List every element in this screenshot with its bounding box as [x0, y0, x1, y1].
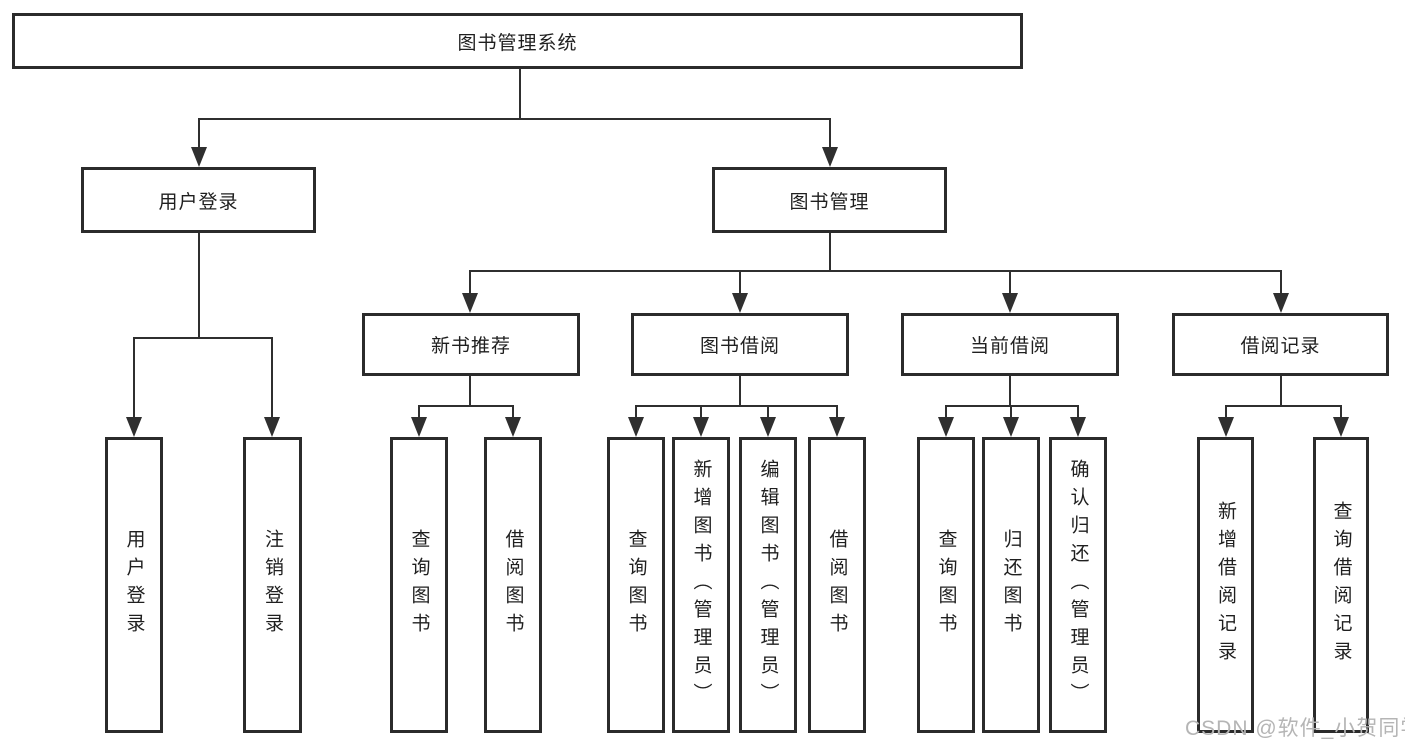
connector-line [767, 405, 769, 419]
connector-line [469, 376, 471, 407]
arrow-down-icon [1273, 293, 1289, 313]
connector-line [198, 118, 200, 149]
connector-line [739, 376, 741, 407]
node-book-management: 图书管理 [712, 167, 947, 233]
connector-line [418, 405, 420, 419]
leaf-add-books-admin: 新增图书（管理员） [672, 437, 730, 733]
arrow-down-icon [693, 417, 709, 437]
node-borrowing-records: 借阅记录 [1172, 313, 1389, 376]
connector-line [1280, 270, 1282, 295]
leaf-logout: 注销登录 [243, 437, 302, 733]
connector-line [829, 118, 831, 149]
leaf-borrow-books-recommend: 借阅图书 [484, 437, 542, 733]
connector-line [836, 405, 838, 419]
arrow-down-icon [411, 417, 427, 437]
arrow-down-icon [732, 293, 748, 313]
arrow-down-icon [938, 417, 954, 437]
connector-line [469, 270, 471, 295]
connector-line [1010, 405, 1012, 419]
arrow-down-icon [1218, 417, 1234, 437]
node-book-borrowing: 图书借阅 [631, 313, 849, 376]
arrow-down-icon [1333, 417, 1349, 437]
connector-line [829, 233, 831, 272]
leaf-edit-books-admin: 编辑图书（管理员） [739, 437, 797, 733]
connector-line [635, 405, 837, 407]
connector-line [1077, 405, 1079, 419]
leaf-query-books-recommend: 查询图书 [390, 437, 448, 733]
node-user-login: 用户登录 [81, 167, 316, 233]
leaf-user-login: 用户登录 [105, 437, 163, 733]
connector-line [519, 68, 521, 120]
leaf-borrow-books-borrowing: 借阅图书 [808, 437, 866, 733]
arrow-down-icon [126, 417, 142, 437]
connector-line [198, 118, 831, 120]
watermark: CSDN @软件_小贺同学 [1185, 717, 1405, 740]
connector-line [512, 405, 514, 419]
connector-line [1009, 376, 1011, 407]
connector-line [1280, 376, 1282, 407]
leaf-query-borrow-record: 查询借阅记录 [1313, 437, 1369, 733]
leaf-query-books-borrowing: 查询图书 [607, 437, 665, 733]
arrow-down-icon [760, 417, 776, 437]
arrow-down-icon [505, 417, 521, 437]
connector-line [700, 405, 702, 419]
connector-line [945, 405, 1079, 407]
node-current-borrowing: 当前借阅 [901, 313, 1119, 376]
arrow-down-icon [1003, 417, 1019, 437]
node-new-book-recommendation: 新书推荐 [362, 313, 580, 376]
arrow-down-icon [191, 147, 207, 167]
connector-line [271, 337, 273, 419]
connector-line [635, 405, 637, 419]
connector-line [739, 270, 741, 295]
connector-line [1009, 270, 1011, 295]
leaf-add-borrow-record: 新增借阅记录 [1197, 437, 1254, 733]
leaf-query-books-current: 查询图书 [917, 437, 975, 733]
connector-line [418, 405, 514, 407]
connector-line [945, 405, 947, 419]
connector-line [1225, 405, 1341, 407]
arrow-down-icon [822, 147, 838, 167]
connector-line [133, 337, 135, 419]
arrow-down-icon [264, 417, 280, 437]
connector-line [198, 233, 200, 339]
connector-line [1225, 405, 1227, 419]
leaf-return-books: 归还图书 [982, 437, 1040, 733]
connector-line [1340, 405, 1342, 419]
arrow-down-icon [628, 417, 644, 437]
connector-line [133, 337, 273, 339]
arrow-down-icon [1002, 293, 1018, 313]
arrow-down-icon [1070, 417, 1086, 437]
arrow-down-icon [462, 293, 478, 313]
leaf-confirm-return-admin: 确认归还（管理员） [1049, 437, 1107, 733]
node-root: 图书管理系统 [12, 13, 1023, 69]
connector-line [469, 270, 1282, 272]
arrow-down-icon [829, 417, 845, 437]
